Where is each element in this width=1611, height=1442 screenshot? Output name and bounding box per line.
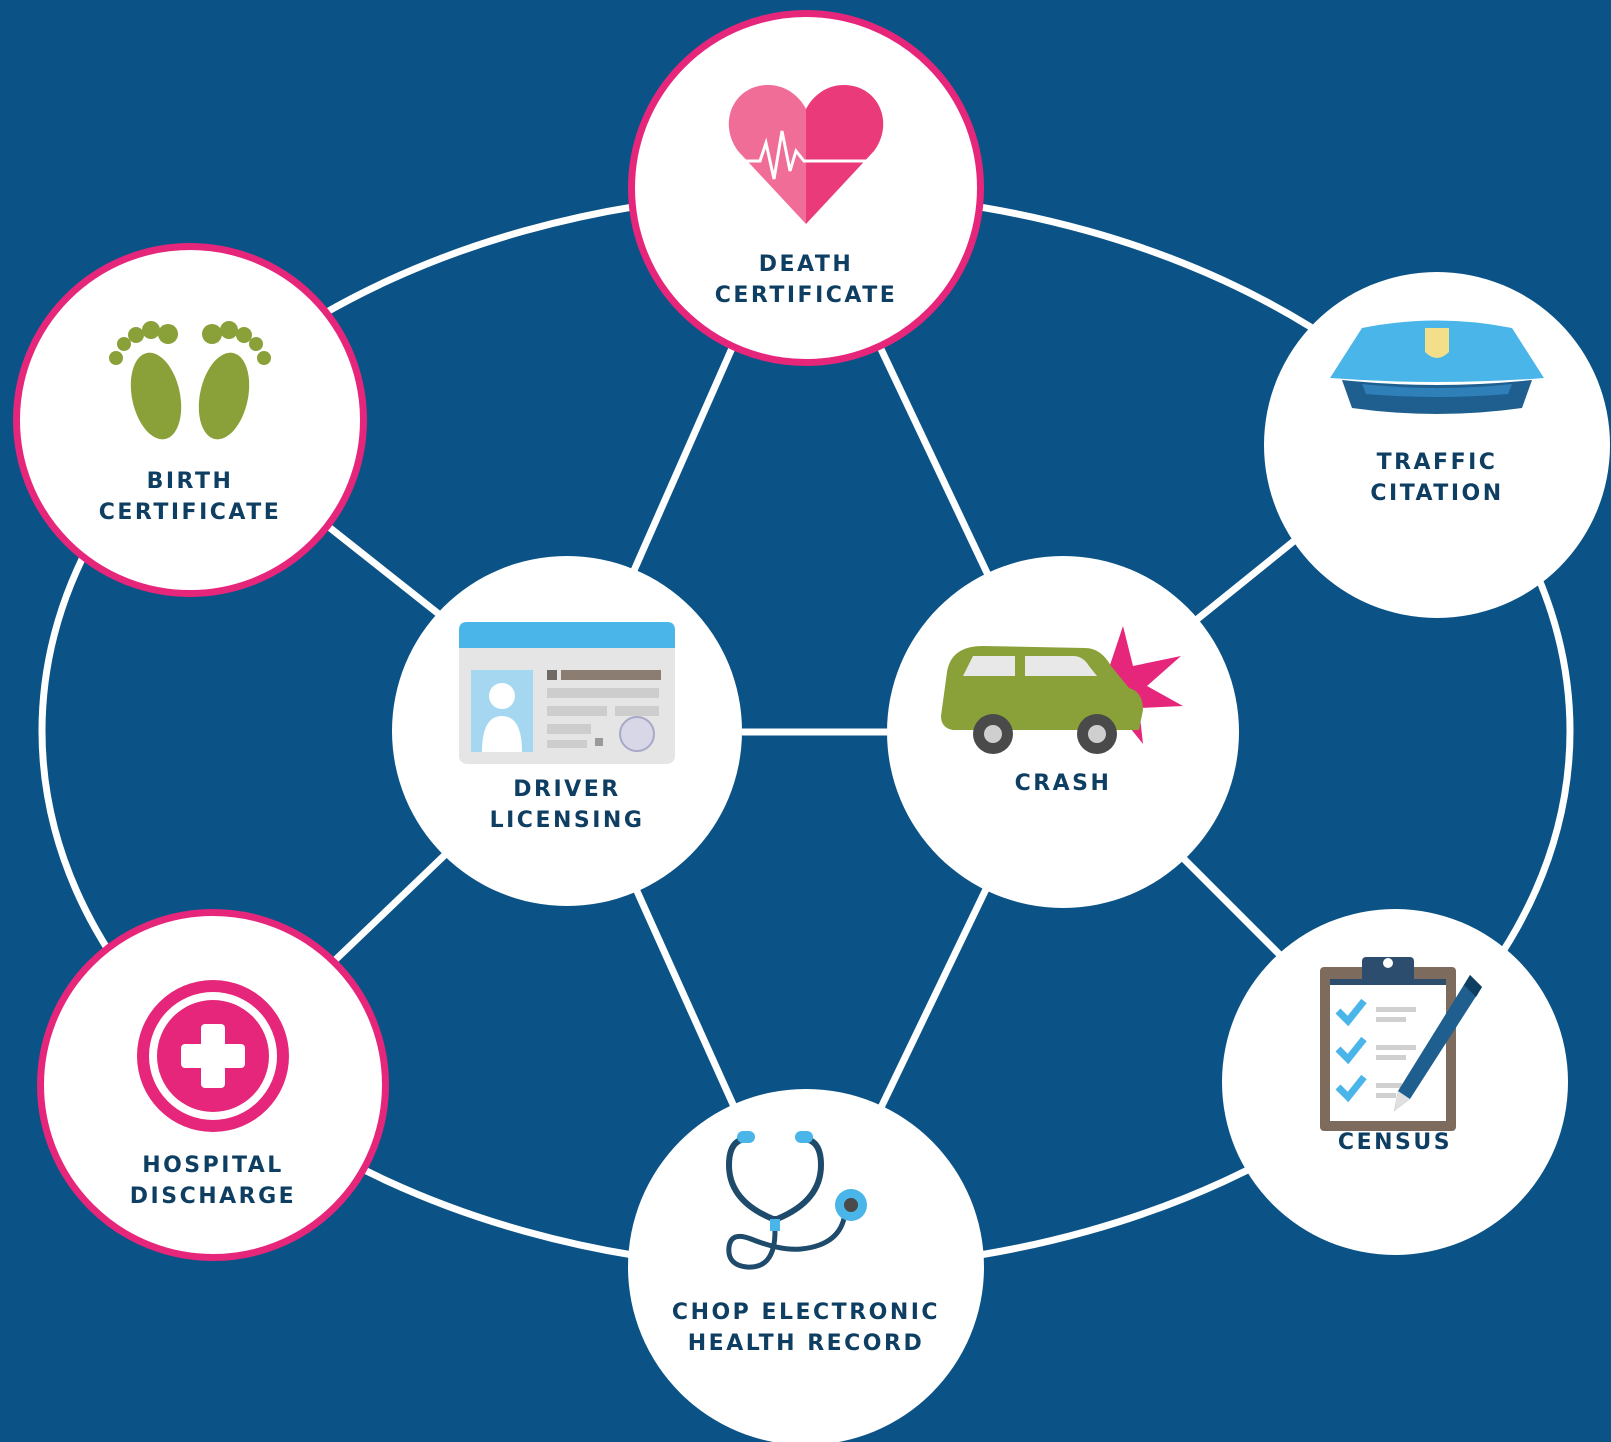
node-label: CHOP ELECTRONIC HEALTH RECORD: [628, 1297, 984, 1359]
baby-feet-icon: [109, 321, 271, 440]
node-label: CENSUS: [1222, 1127, 1568, 1158]
node-label: TRAFFIC CITATION: [1264, 447, 1610, 509]
stethoscope-icon: [725, 1131, 867, 1270]
link-death-crash: [868, 328, 992, 577]
node-census: CENSUS: [1222, 909, 1568, 1255]
label-line-2: LICENSING: [489, 808, 645, 833]
label-line-1: BIRTH: [146, 469, 234, 494]
label-line-1: CRASH: [1014, 771, 1112, 796]
node-label: DEATH CERTIFICATE: [635, 249, 977, 311]
police-hat-icon: [1330, 320, 1544, 414]
node-driver-licensing: DRIVER LICENSING: [392, 556, 742, 906]
link-crash-chop: [871, 883, 992, 1122]
label-line-2: CITATION: [1370, 481, 1504, 506]
node-hospital-discharge: HOSPITAL DISCHARGE: [37, 909, 389, 1261]
label-line-2: CERTIFICATE: [98, 500, 282, 525]
node-crash: CRASH: [887, 556, 1239, 908]
node-death-certificate: DEATH CERTIFICATE: [628, 10, 984, 366]
node-label: DRIVER LICENSING: [392, 774, 742, 836]
heart-ecg-icon: [728, 84, 884, 224]
link-birth-driver: [317, 517, 443, 618]
label-line-1: CHOP ELECTRONIC: [671, 1300, 941, 1325]
label-line-1: DRIVER: [513, 777, 621, 802]
medical-cross-icon: [137, 980, 289, 1132]
node-traffic-citation: TRAFFIC CITATION: [1264, 272, 1610, 618]
label-line-2: HEALTH RECORD: [687, 1331, 925, 1356]
id-card-icon: [459, 622, 675, 764]
car-crash-icon: [941, 626, 1183, 754]
node-chop-electronic-health-record: CHOP ELECTRONIC HEALTH RECORD: [628, 1089, 984, 1442]
label-line-1: TRAFFIC: [1376, 450, 1498, 475]
label-line-1: HOSPITAL: [142, 1153, 284, 1178]
link-death-driver: [628, 328, 744, 577]
clipboard-checklist-icon: [1320, 957, 1482, 1131]
node-birth-certificate: BIRTH CERTIFICATE: [13, 243, 367, 597]
link-driver-hospital: [327, 847, 453, 968]
node-label: CRASH: [887, 768, 1239, 799]
link-driver-chop: [628, 878, 744, 1122]
link-crash-census: [1177, 852, 1293, 968]
label-line-1: CENSUS: [1337, 1130, 1453, 1155]
label-line-2: DISCHARGE: [129, 1184, 297, 1209]
label-line-1: DEATH: [758, 252, 854, 277]
node-label: HOSPITAL DISCHARGE: [44, 1150, 382, 1212]
node-label: BIRTH CERTIFICATE: [20, 466, 360, 528]
label-line-2: CERTIFICATE: [714, 283, 898, 308]
